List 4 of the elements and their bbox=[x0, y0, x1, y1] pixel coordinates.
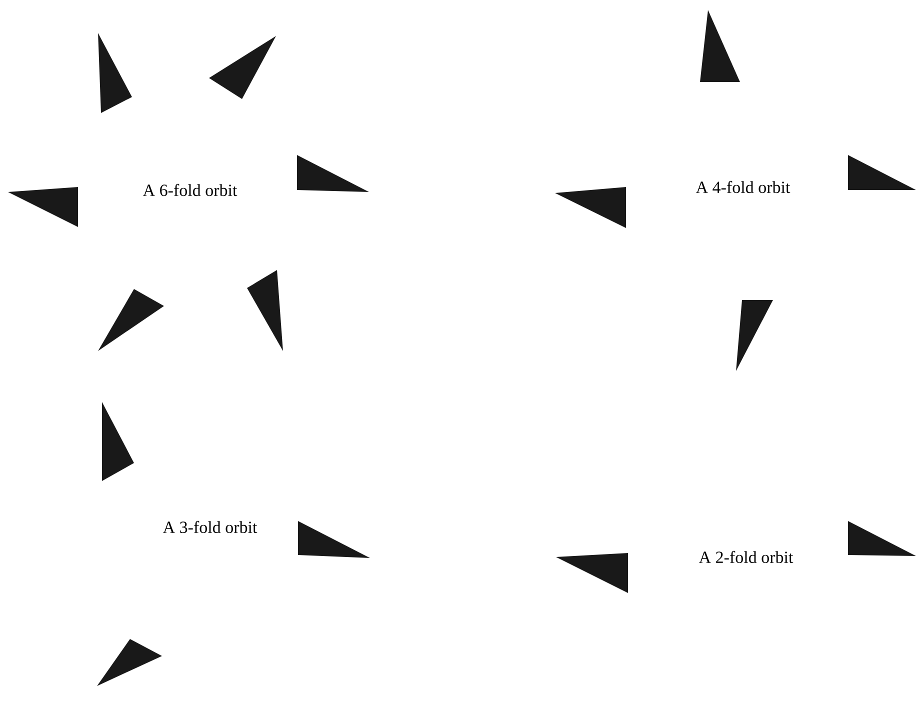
orbit-label: A 3-fold orbit bbox=[162, 520, 258, 534]
orbit-label: A 6-fold orbit bbox=[142, 184, 238, 196]
orbit-label: A 2-fold orbit bbox=[698, 550, 794, 564]
orbit-label: A 4-fold orbit bbox=[696, 180, 790, 194]
